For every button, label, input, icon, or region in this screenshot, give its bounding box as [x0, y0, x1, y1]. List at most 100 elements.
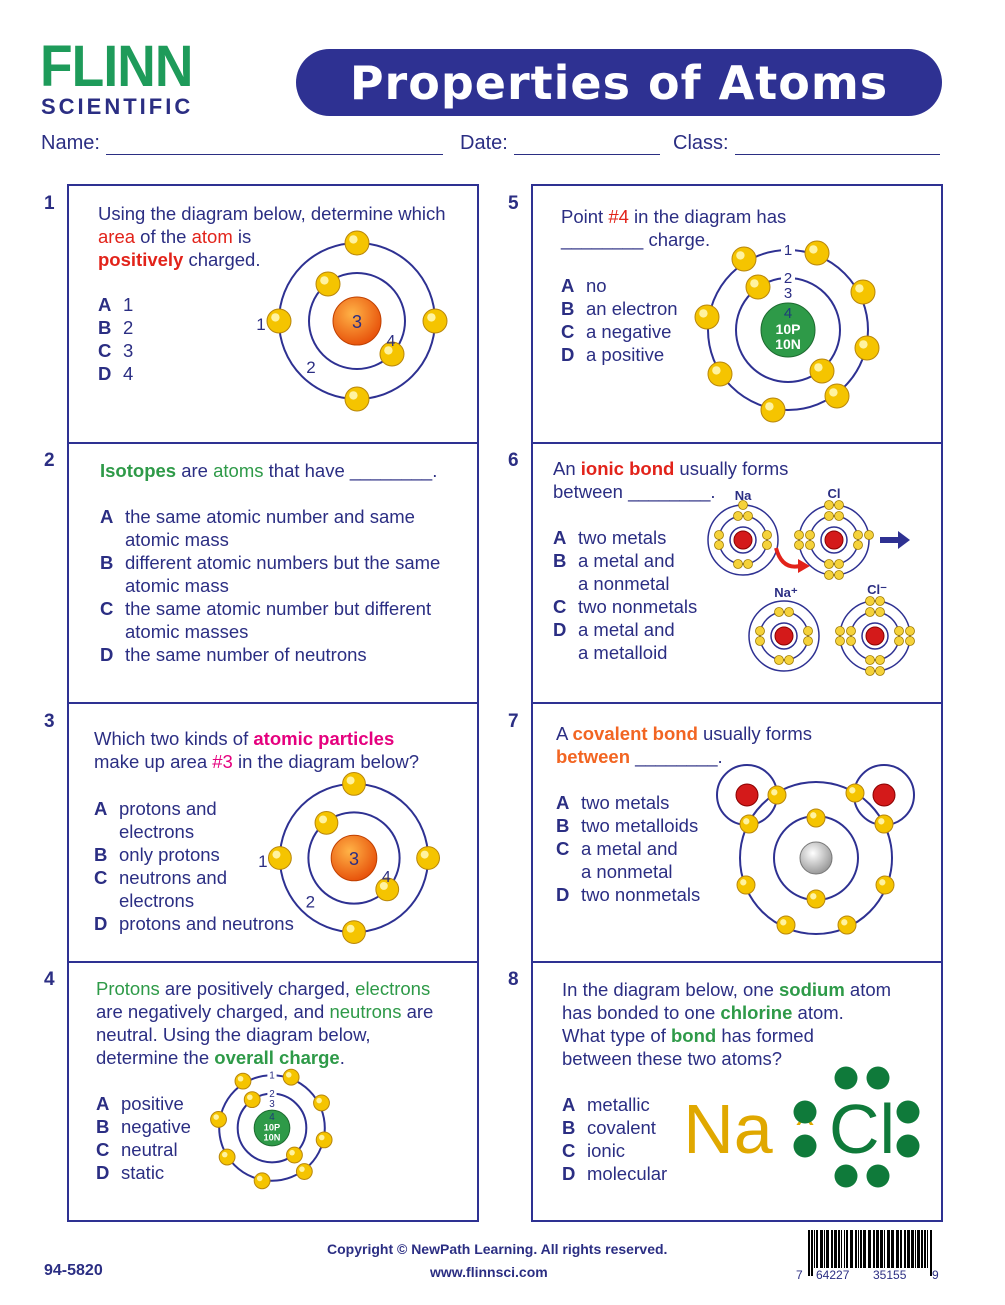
option-text: two metals: [578, 527, 667, 548]
barcode-bar: [808, 1230, 810, 1276]
barcode-bar: [907, 1230, 910, 1268]
class-field[interactable]: Class:: [673, 132, 940, 155]
highlighted-term: covalent bond: [572, 723, 698, 744]
title-text: Properties of Atoms: [349, 55, 889, 110]
option-letter: A: [98, 294, 112, 315]
barcode-bar: [900, 1230, 902, 1268]
question-prompt: Which two kinds of atomic particles make…: [94, 727, 419, 773]
prompt-text: has formed between these two atoms?: [562, 1025, 814, 1069]
option-text: 3: [123, 340, 134, 361]
option-text: static: [121, 1162, 165, 1183]
question-panel-2: [67, 442, 479, 704]
date-blank[interactable]: [513, 134, 660, 155]
barcode: 7 64227 35155 9: [796, 1230, 946, 1285]
option-letter: B: [100, 552, 114, 573]
barcode-bar: [891, 1230, 894, 1268]
website-link[interactable]: www.flinnsci.com: [430, 1264, 548, 1280]
name-blank[interactable]: [105, 134, 443, 155]
option-letter: D: [98, 363, 112, 384]
product-code: 94-5820: [44, 1262, 103, 1279]
class-blank[interactable]: [734, 134, 940, 155]
barcode-bar: [924, 1230, 926, 1268]
prompt-text: usually forms between ________.: [553, 458, 789, 502]
highlighted-term: electrons: [355, 978, 431, 999]
highlighted-term: area: [98, 226, 136, 247]
barcode-bar: [927, 1230, 928, 1268]
name-field[interactable]: Name:: [41, 132, 443, 155]
option-letter: A: [100, 506, 114, 527]
option-text: ionic: [587, 1140, 626, 1161]
barcode-bar: [846, 1230, 848, 1268]
barcode-bar: [915, 1230, 916, 1268]
prompt-text: are negatively charged, and: [96, 1001, 325, 1022]
highlighted-term: ionic bond: [580, 458, 675, 479]
highlighted-term: atomic particles: [253, 728, 395, 749]
prompt-text: make up area: [94, 751, 208, 772]
barcode-bar: [834, 1230, 837, 1268]
highlighted-term: positively: [98, 249, 184, 270]
option-letter: B: [562, 1117, 576, 1138]
option-letter: C: [98, 340, 112, 361]
barcode-bar: [844, 1230, 845, 1268]
barcode-bar: [814, 1230, 815, 1268]
option-text: neutral: [121, 1139, 178, 1160]
option-text: a metal and a metalloid: [578, 619, 675, 663]
question-number: 6: [508, 450, 519, 471]
barcode-bar: [876, 1230, 879, 1268]
date-field[interactable]: Date:: [460, 132, 660, 155]
option-text: a metal and a nonmetal: [581, 838, 678, 882]
barcode-bar: [838, 1230, 840, 1268]
prompt-text: A: [556, 723, 573, 744]
barcode-bar: [831, 1230, 833, 1268]
option-letter: C: [561, 321, 575, 342]
option-text: only protons: [119, 844, 220, 865]
question-prompt: In the diagram below, one sodium atom ha…: [562, 978, 891, 1070]
barcode-bar: [816, 1230, 818, 1268]
option-text: no: [586, 275, 607, 296]
prompt-text: An: [553, 458, 581, 479]
option-text: two metalloids: [581, 815, 699, 836]
barcode-bar: [858, 1230, 859, 1268]
option-text: two nonmetals: [581, 884, 701, 905]
date-label: Date:: [460, 132, 508, 154]
prompt-text: are: [176, 460, 214, 481]
option-letter: D: [561, 344, 575, 365]
option-text: 1: [123, 294, 134, 315]
highlighted-term: between: [556, 746, 631, 767]
barcode-bar: [917, 1230, 920, 1268]
